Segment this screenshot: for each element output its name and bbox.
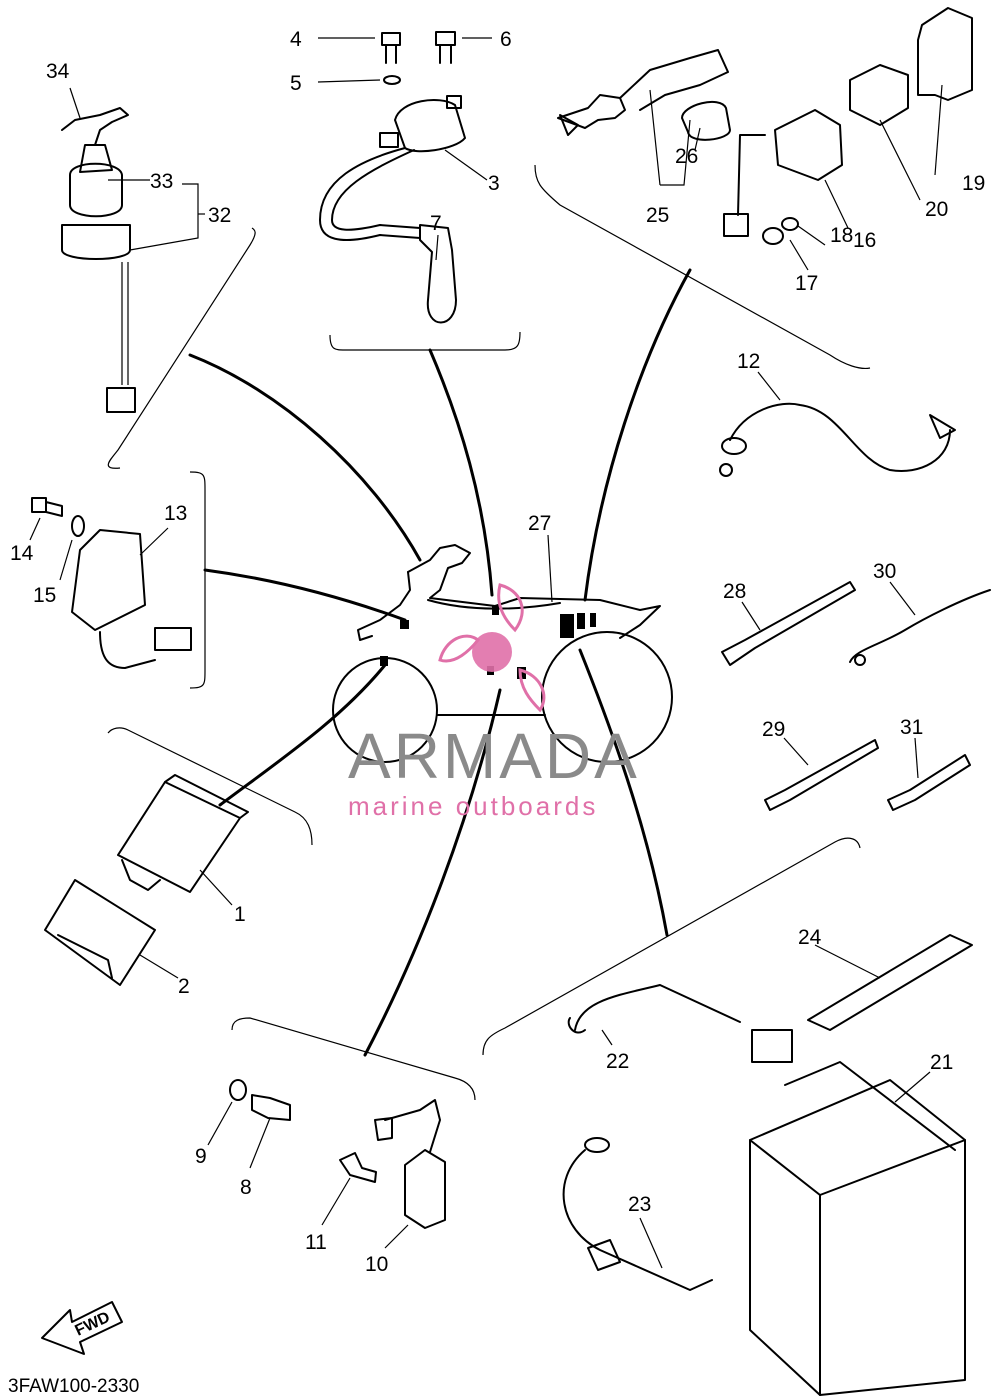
callout-15: 15 xyxy=(33,584,56,607)
vehicle-silhouette xyxy=(332,544,673,763)
callout-22: 22 xyxy=(606,1050,629,1073)
callout-30: 30 xyxy=(873,560,896,583)
callout-20: 20 xyxy=(925,198,948,221)
callout-6: 6 xyxy=(500,28,512,51)
harness-lines xyxy=(188,268,692,1057)
callout-7: 7 xyxy=(430,212,442,235)
callout-16: 16 xyxy=(853,229,876,252)
watermark-brand: ARMADA xyxy=(348,720,640,792)
callout-10: 10 xyxy=(365,1253,388,1276)
armada-logo: ARMADA marine outboards xyxy=(348,583,640,821)
leader-lines xyxy=(29,37,943,1269)
callout-12: 12 xyxy=(737,350,760,373)
ignition-coil-part xyxy=(319,31,466,324)
callout-13: 13 xyxy=(164,502,187,525)
callout-1: 1 xyxy=(234,903,246,926)
callout-29: 29 xyxy=(762,718,785,741)
callout-33: 33 xyxy=(150,170,173,193)
main-switch-part xyxy=(61,107,136,413)
callout-32: 32 xyxy=(208,204,231,227)
battery-part xyxy=(562,934,973,1396)
callout-34: 34 xyxy=(46,60,70,83)
callout-17: 17 xyxy=(795,272,818,295)
callout-26: 26 xyxy=(675,145,698,168)
callout-18: 18 xyxy=(830,224,853,247)
rectifier-part xyxy=(31,497,192,669)
callout-9: 9 xyxy=(195,1145,207,1168)
callout-25: 25 xyxy=(646,204,669,227)
callout-2: 2 xyxy=(178,975,190,998)
callout-3: 3 xyxy=(488,172,500,195)
callout-4: 4 xyxy=(290,28,302,51)
neutral-switch-part xyxy=(229,1079,446,1229)
cable-ties-part xyxy=(721,581,991,811)
lead-wire-part xyxy=(719,402,956,477)
callout-14: 14 xyxy=(10,542,34,565)
callout-21: 21 xyxy=(930,1051,953,1074)
callout-19: 19 xyxy=(962,172,985,195)
watermark-tagline: marine outboards xyxy=(348,791,598,821)
cdi-unit-part xyxy=(44,774,249,986)
relay-parts xyxy=(557,7,973,245)
part-code: 3FAW100-2330 xyxy=(8,1376,139,1397)
callout-23: 23 xyxy=(628,1193,651,1216)
callout-24: 24 xyxy=(798,926,822,949)
callout-labels: 34 33 32 4 5 6 3 7 26 25 16 18 17 20 19 … xyxy=(10,28,985,1276)
group-brackets xyxy=(107,164,871,1101)
callout-27: 27 xyxy=(528,512,551,535)
callout-11: 11 xyxy=(305,1231,327,1254)
callout-28: 28 xyxy=(723,580,746,603)
fwd-arrow-icon: FWD xyxy=(41,1301,123,1355)
callout-5: 5 xyxy=(290,72,302,95)
callout-31: 31 xyxy=(900,716,923,739)
callout-8: 8 xyxy=(240,1176,252,1199)
